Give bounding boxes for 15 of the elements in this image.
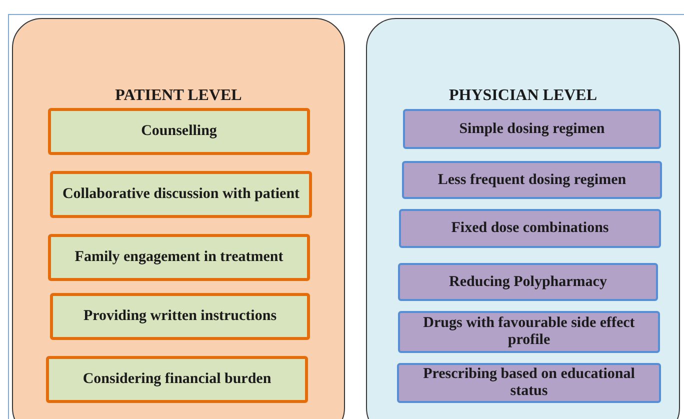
level-panel [12, 18, 345, 419]
strategy-box: Drugs with favourable side effect profile [398, 311, 660, 353]
strategy-box: Reducing Polypharmacy [398, 263, 658, 301]
strategy-box: Considering financial burden [46, 356, 308, 403]
strategy-box: Family engagement in treatment [48, 234, 310, 281]
strategy-box: Simple dosing regimen [403, 109, 661, 149]
panel-heading: PHYSICIAN LEVEL [448, 87, 598, 105]
strategy-box: Less frequent dosing regimen [402, 161, 662, 199]
strategy-box: Providing written instructions [50, 293, 310, 340]
strategy-box: Prescribing based on educational status [397, 363, 661, 403]
strategy-box: Fixed dose combinations [399, 209, 661, 248]
strategy-box: Collaborative discussion with patient [50, 171, 312, 218]
panel-heading: PATIENT LEVEL [114, 87, 243, 105]
strategy-box: Counselling [48, 108, 310, 155]
level-panel [366, 18, 680, 419]
